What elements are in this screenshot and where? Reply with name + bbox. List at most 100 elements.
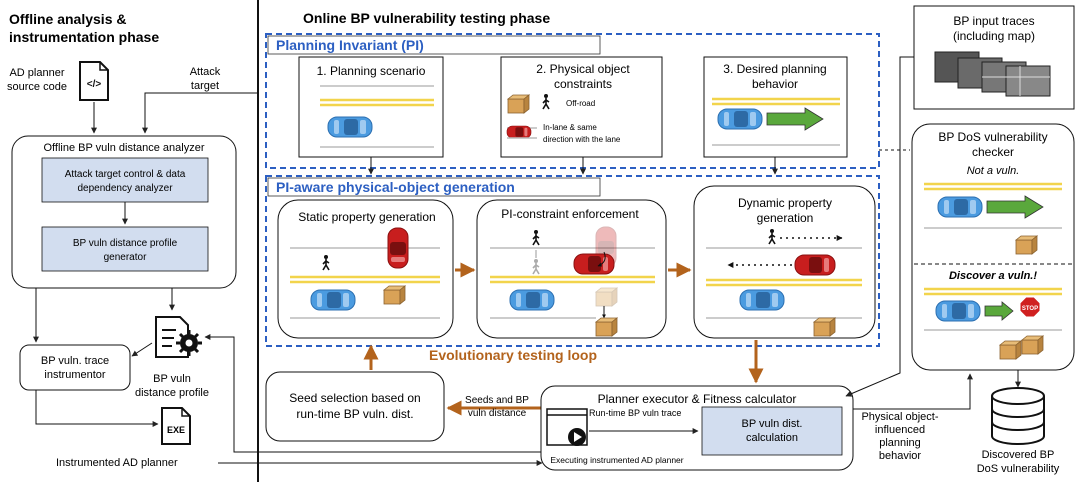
seed-selection-box bbox=[265, 371, 445, 442]
seeds-label-1: Seeds and BP bbox=[465, 395, 529, 406]
influenced-1: Physical object- bbox=[861, 411, 938, 423]
seeds-label-2: vuln distance bbox=[468, 408, 527, 419]
calc-box bbox=[701, 406, 843, 456]
online-phase: Online BP vulnerability testing phase Pl… bbox=[265, 10, 880, 471]
enforce-title: PI-constraint enforcement bbox=[501, 207, 639, 221]
stop-sign-icon bbox=[1019, 296, 1041, 318]
influenced-4: behavior bbox=[879, 450, 922, 462]
desired-title-2: behavior bbox=[752, 77, 798, 91]
enforce-red-car bbox=[573, 253, 615, 275]
influenced-2: influenced bbox=[875, 424, 925, 436]
runtime-trace-label: Run-time BP vuln trace bbox=[589, 408, 681, 418]
profile-to-executor-arrow bbox=[204, 334, 544, 453]
desired-ego-car bbox=[717, 108, 763, 130]
online-title: Online BP vulnerability testing phase bbox=[303, 10, 550, 26]
offline-title-1: Offline analysis & bbox=[9, 11, 126, 27]
checker-box bbox=[911, 123, 1075, 371]
inlane-label-1: In-lane & same bbox=[543, 123, 597, 132]
checker-short-arrow bbox=[984, 301, 1014, 321]
checker-ego-car-safe bbox=[937, 196, 983, 218]
attack-label-1: Attack bbox=[190, 66, 221, 78]
input-traces-2: (including map) bbox=[953, 29, 1035, 43]
dynamic-box-icon bbox=[813, 317, 836, 337]
executor-title: Planner executor & Fitness calculator bbox=[598, 392, 797, 406]
offline-phase: Offline analysis & instrumentation phase… bbox=[7, 11, 544, 469]
profile-icon bbox=[155, 316, 202, 358]
constraints-title-1: 2. Physical object bbox=[536, 62, 630, 76]
constraint-red-car bbox=[506, 125, 532, 139]
scenario-box bbox=[298, 56, 444, 158]
static-box-icon bbox=[383, 285, 406, 305]
calc-label-1: BP vuln dist. bbox=[742, 418, 803, 430]
desired-behavior-box bbox=[703, 56, 848, 158]
attack-target-arrow bbox=[142, 92, 258, 134]
instrumentor-2: instrumentor bbox=[44, 369, 105, 381]
discover-vuln-label: Discover a vuln.! bbox=[949, 270, 1037, 282]
static-red-car bbox=[387, 227, 409, 269]
instrumented-planner-label: Instrumented AD planner bbox=[56, 457, 178, 469]
constraint-box-icon bbox=[507, 94, 530, 114]
checker-box-vuln-2 bbox=[1021, 335, 1044, 355]
not-vuln-label: Not a vuln. bbox=[967, 165, 1020, 177]
executor-to-checker-arrow bbox=[853, 373, 973, 410]
scenario-title: 1. Planning scenario bbox=[317, 64, 426, 78]
discovered-2: DoS vulnerability bbox=[977, 463, 1060, 475]
profile-label-2: distance profile bbox=[135, 387, 209, 399]
static-title: Static property generation bbox=[298, 210, 435, 224]
profile-generator-box bbox=[41, 226, 209, 272]
profile-generator-2: generator bbox=[104, 252, 147, 263]
exe-file-icon bbox=[161, 407, 191, 445]
dynamic-ego-car bbox=[739, 289, 785, 311]
generation-title: PI-aware physical-object generation bbox=[276, 179, 515, 195]
inputs-to-executor-arrow bbox=[845, 56, 914, 397]
stop-sign-label: STOP bbox=[1022, 306, 1038, 312]
pi-region bbox=[265, 33, 880, 169]
dependency-analyzer-1: Attack target control & data bbox=[65, 169, 186, 180]
checker-box-vuln-1 bbox=[999, 340, 1022, 360]
source-label-1: AD planner bbox=[9, 67, 64, 79]
analyzer-title: Offline BP vuln distance analyzer bbox=[43, 142, 204, 154]
right-column: BP input traces (including map) BP DoS v… bbox=[845, 5, 1075, 475]
seed-selection-1: Seed selection based on bbox=[289, 391, 420, 405]
attack-label-2: target bbox=[191, 80, 219, 92]
profile-generator-1: BP vuln distance profile bbox=[73, 238, 178, 249]
instrumentor-to-exe-arrow bbox=[35, 390, 159, 427]
profile-label-1: BP vuln bbox=[153, 373, 191, 385]
database-icon bbox=[991, 387, 1045, 445]
checker-title-2: checker bbox=[972, 145, 1014, 159]
offline-title-2: instrumentation phase bbox=[9, 29, 159, 45]
instrumentor-1: BP vuln. trace bbox=[41, 355, 109, 367]
offroad-label: Off-road bbox=[566, 99, 595, 108]
pi-title: Planning Invariant (PI) bbox=[276, 37, 424, 53]
generation-title-box bbox=[267, 177, 601, 197]
dynamic-red-car bbox=[794, 254, 836, 276]
source-label-2: source code bbox=[7, 81, 67, 93]
calc-label-2: calculation bbox=[746, 432, 798, 444]
instrumentor-box bbox=[19, 344, 131, 391]
input-traces-1: BP input traces bbox=[953, 14, 1034, 28]
enforce-box-icon bbox=[595, 317, 618, 337]
dependency-analyzer-2: dependency analyzer bbox=[77, 183, 173, 194]
checker-box-safe bbox=[1015, 235, 1038, 255]
exe-label: EXE bbox=[167, 425, 185, 435]
desired-title-1: 3. Desired planning bbox=[723, 62, 826, 76]
executing-player-icon bbox=[546, 408, 588, 446]
constraints-title-2: constraints bbox=[554, 77, 612, 91]
checker-title-1: BP DoS vulnerability bbox=[938, 130, 1047, 144]
map-thumbnails bbox=[934, 51, 1051, 97]
seed-selection-2: run-time BP vuln. dist. bbox=[296, 407, 413, 421]
svg-text:</>: </> bbox=[87, 79, 102, 90]
loop-title: Evolutionary testing loop bbox=[429, 347, 597, 363]
checker-ego-car-vuln bbox=[935, 300, 981, 322]
influenced-3: planning bbox=[879, 437, 921, 449]
profile-to-instrumentor-arrow bbox=[131, 342, 153, 357]
pi-title-box bbox=[267, 35, 601, 55]
checker-green-arrow bbox=[986, 195, 1044, 219]
dynamic-title-2: generation bbox=[757, 211, 814, 225]
dynamic-title-1: Dynamic property bbox=[738, 196, 832, 210]
dynamic-box bbox=[693, 185, 876, 339]
generation-region bbox=[265, 175, 880, 347]
enforce-ego-car bbox=[509, 289, 555, 311]
